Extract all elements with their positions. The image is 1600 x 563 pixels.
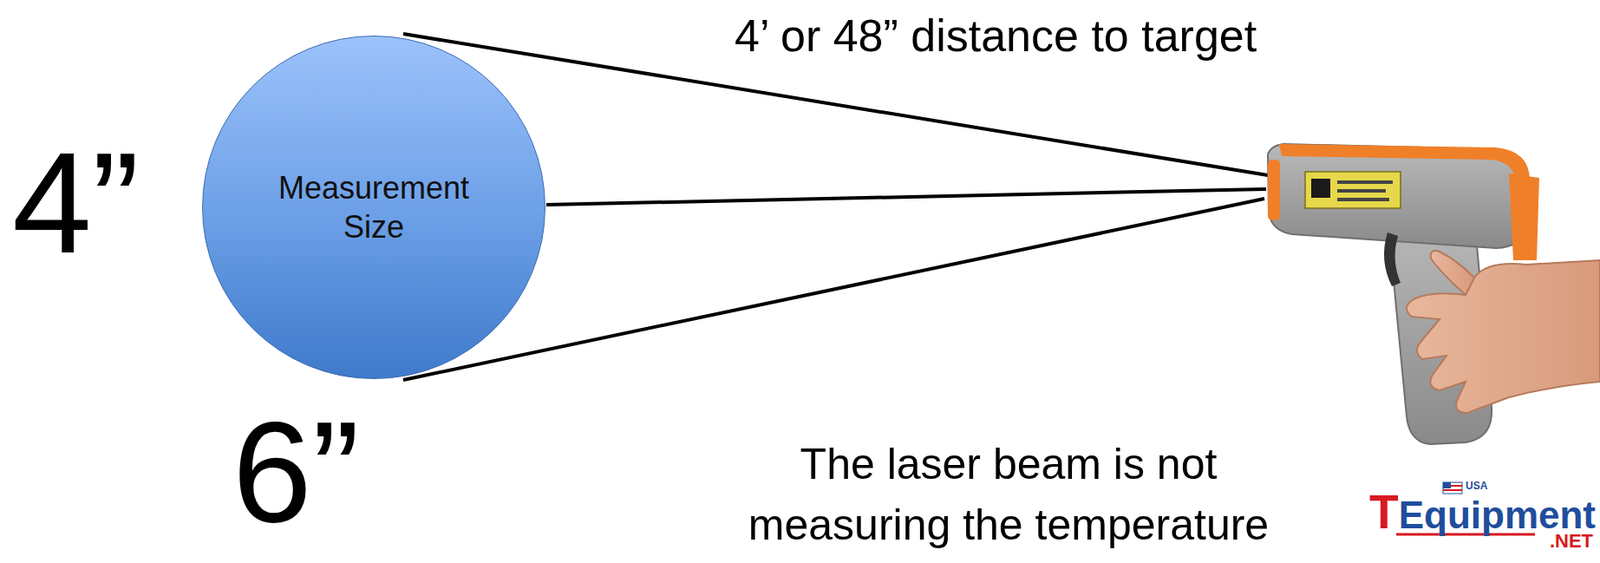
note-text: The laser beam is not measuring the temp… <box>739 433 1278 556</box>
node-text: Measurement Size <box>269 168 478 247</box>
dimension-label: 6” <box>232 400 360 544</box>
sight-line <box>546 189 1267 205</box>
flag <box>1450 484 1463 487</box>
measurement-circle: Measurement Size <box>202 35 546 379</box>
gun-trigger <box>1384 232 1401 287</box>
warning-label <box>1305 171 1401 209</box>
gun-body <box>1267 143 1529 249</box>
warning-label <box>1311 178 1331 198</box>
logo-suffix: .NET <box>1549 530 1594 552</box>
hand <box>1406 260 1600 413</box>
dimension-label: 4” <box>12 131 140 275</box>
warning-label <box>1337 180 1393 184</box>
flag <box>1443 489 1463 491</box>
distance-label: 4’ or 48” distance to target <box>734 8 1257 63</box>
warning-label <box>1337 189 1386 193</box>
flag <box>1443 482 1451 489</box>
gun-trim <box>1508 173 1540 261</box>
warning-label <box>1337 197 1390 202</box>
logo-country: USA <box>1465 480 1488 492</box>
thumb <box>1430 250 1475 295</box>
flag <box>1443 482 1463 494</box>
gun-nose <box>1267 159 1280 221</box>
